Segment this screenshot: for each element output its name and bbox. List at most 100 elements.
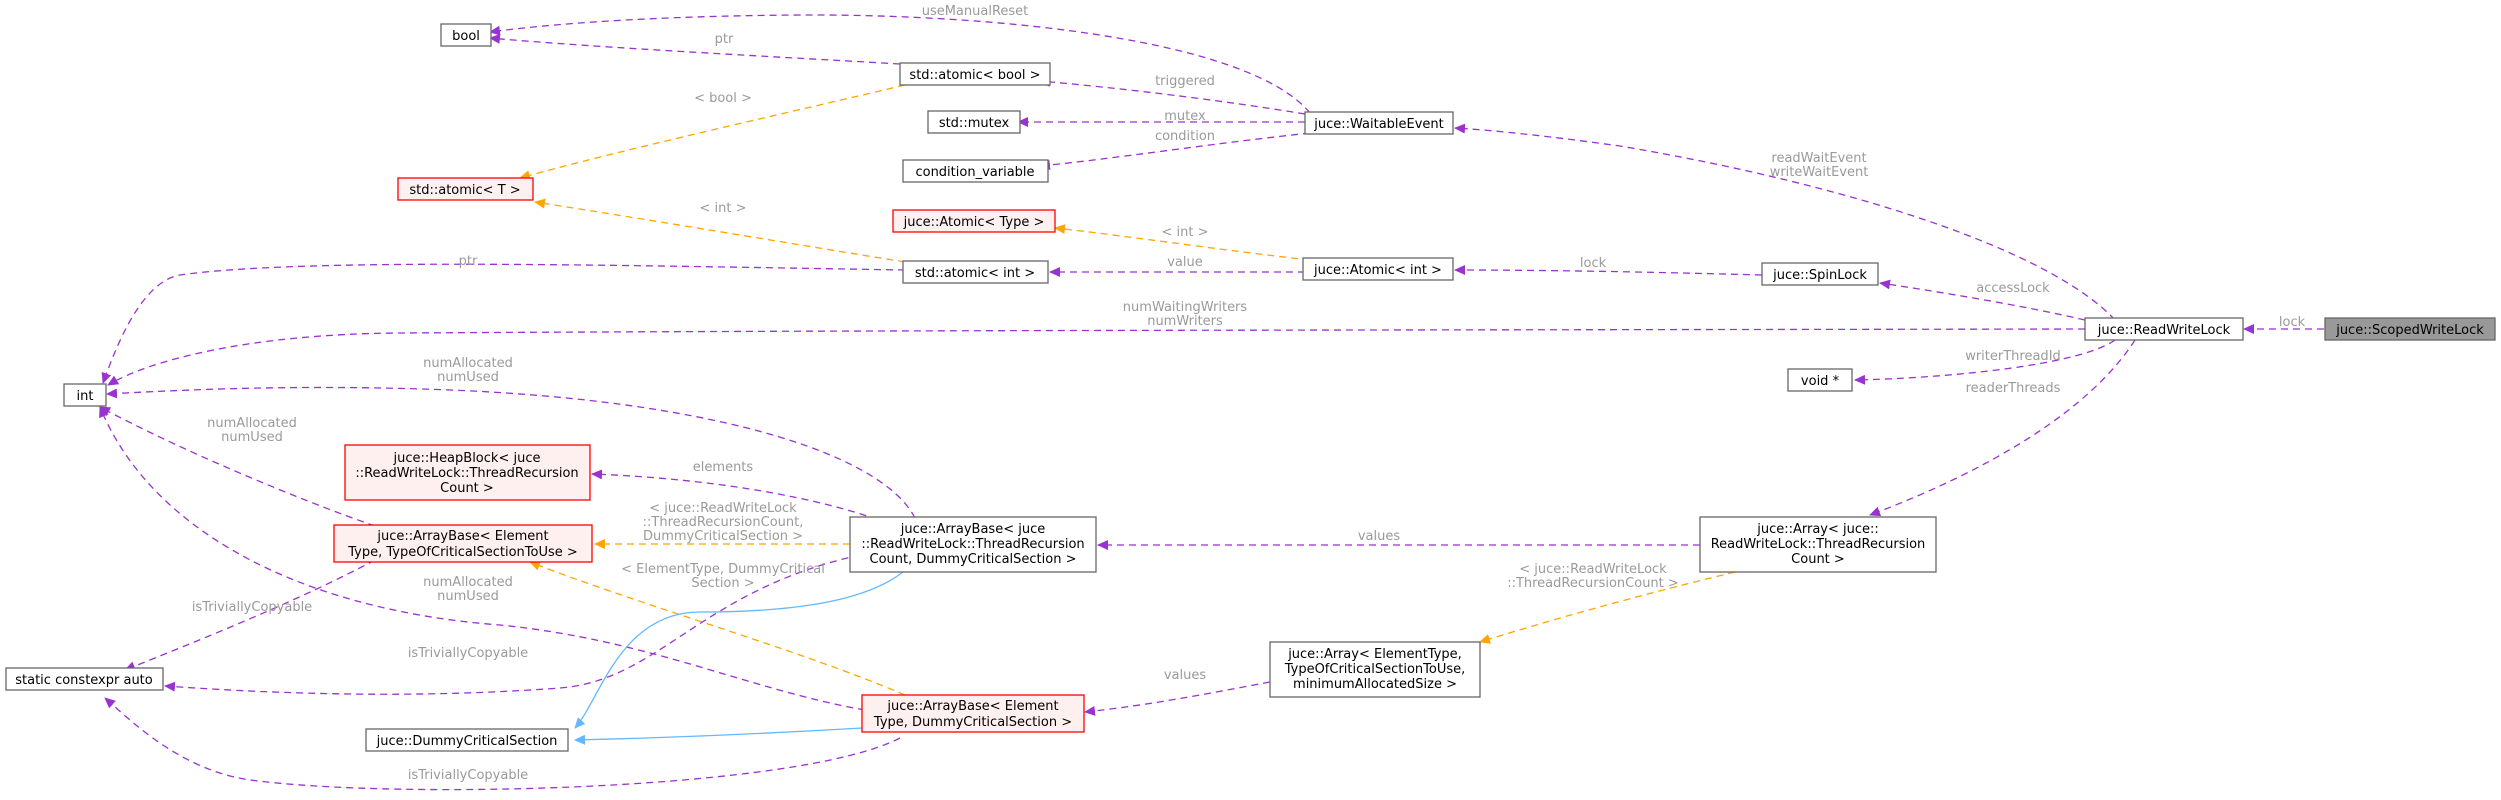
edge-writer-thread-id [1854,339,2116,385]
node-void-ptr[interactable]: void * [1787,368,1853,392]
edge-label-num-waiting-writers-1: numWaitingWriters [1123,300,1248,315]
edge-num-waiting-writers [107,328,2086,386]
node-label-line-2: ::ReadWriteLock::ThreadRecursion [355,466,578,481]
node-label: juce::ScopedWriteLock [2335,323,2484,338]
edge-label-lt-trc-3: DummyCriticalSection > [643,529,803,544]
edge-num-allocated-left [99,406,376,527]
node-atomic-int[interactable]: std::atomic< int > [902,260,1049,284]
edge-label-num-allocated-bottom-2: numUsed [437,589,499,604]
edge-label-lock-spin: lock [1580,256,1607,271]
node-label: condition_variable [915,165,1034,180]
node-juce-atomic-type[interactable]: juce::Atomic< Type > [892,209,1056,233]
edge-inherit-trc-dcs [574,560,916,729]
edge-ptr-int [101,263,906,384]
node-array-base-elem-dcs[interactable]: juce::ArrayBase< Element Type, DummyCrit… [861,694,1085,733]
node-int[interactable]: int [63,383,107,407]
edge-label-lt-elem-dcs-1: < ElementType, DummyCritical [621,562,825,577]
node-label-line-2: ReadWriteLock::ThreadRecursion [1711,537,1926,552]
edge-label-lt-int-juce-atomic: < int > [1162,225,1209,240]
node-juce-atomic-int[interactable]: juce::Atomic< int > [1302,257,1454,281]
edge-label-num-waiting-writers-2: numWriters [1147,314,1223,329]
node-array-elem[interactable]: juce::Array< ElementType, TypeOfCritical… [1269,641,1481,698]
edge-is-trivially-copyable-bottom [104,697,901,791]
node-label: bool [452,29,480,44]
edge-elements [591,469,901,529]
edge-label-ptr-bool: ptr [715,32,734,47]
edge-label-num-allocated-bottom-1: numAllocated [423,575,513,590]
node-read-write-lock[interactable]: juce::ReadWriteLock [2084,317,2244,341]
edge-access-lock [1879,279,2086,321]
node-label-line-1: juce::ArrayBase< Element [886,699,1058,714]
node-label-line-1: juce::Array< ElementType, [1287,647,1462,662]
edge-lt-bool [519,84,906,181]
node-label: juce::SpinLock [1772,268,1867,283]
node-condition-variable[interactable]: condition_variable [902,159,1049,183]
edge-label-ptr-int: ptr [459,254,478,269]
edge-lt-int-juce-atomic [1054,224,1311,261]
node-scoped-write-lock[interactable]: juce::ScopedWriteLock [2324,317,2496,341]
node-label-line-2: Type, TypeOfCriticalSectionToUse > [347,545,578,560]
edge-label-lt-trc-1: < juce::ReadWriteLock [649,501,797,516]
node-static-constexpr-auto[interactable]: static constexpr auto [5,667,164,691]
edge-label-num-allocated-left-1: numAllocated [207,416,297,431]
node-spin-lock[interactable]: juce::SpinLock [1761,262,1879,286]
edge-label-values-trc: values [1358,529,1401,544]
edge-label-values-elem: values [1164,668,1207,683]
edge-label-writer-thread-id: writerThreadId [1965,349,2061,364]
node-atomic-bool[interactable]: std::atomic< bool > [899,62,1051,86]
node-label-line-1: juce::ArrayBase< juce [900,522,1045,537]
edge-label-lt-bool: < bool > [694,91,752,106]
edge-label-read-wait-event-2: writeWaitEvent [1770,165,1869,180]
node-label: std::atomic< bool > [909,68,1040,83]
node-label: static constexpr auto [15,673,153,688]
node-label: std::atomic< T > [409,183,520,198]
node-dummy-critical-section[interactable]: juce::DummyCriticalSection [365,728,569,752]
node-waitable-event[interactable]: juce::WaitableEvent [1304,111,1454,135]
edge-reader-threads [1869,339,2136,517]
edge-label-lock: lock [2279,315,2306,330]
node-label-line-3: minimumAllocatedSize > [1293,677,1457,692]
edge-num-allocated-top [106,386,916,519]
edge-label-lt-rwl-trc-1: < juce::ReadWriteLock [1519,562,1667,577]
node-bool[interactable]: bool [440,23,492,47]
edge-label-is-trivially-copyable-mid: isTriviallyCopyable [408,646,528,661]
edge-label-access-lock: accessLock [1976,281,2050,296]
node-label: juce::ReadWriteLock [2097,323,2231,338]
edge-num-allocated-bottom [99,406,866,711]
node-atomic-t[interactable]: std::atomic< T > [397,177,534,201]
edge-label-num-allocated-top-2: numUsed [437,370,499,385]
node-label-line-2: TypeOfCriticalSectionToUse, [1284,662,1466,677]
edge-ptr-bool [489,33,901,65]
node-mutex[interactable]: std::mutex [927,110,1021,134]
node-label-line-1: juce::Array< juce:: [1756,522,1879,537]
edge-label-elements: elements [693,460,754,475]
node-array-base-trc[interactable]: juce::ArrayBase< juce ::ReadWriteLock::T… [849,516,1097,573]
edge-label-reader-threads: readerThreads [1966,381,2061,396]
edge-label-mutex: mutex [1164,109,1206,124]
node-label-line-3: Count > [1791,552,1845,567]
node-label-line-2: Type, DummyCriticalSection > [873,715,1072,730]
node-array-trc[interactable]: juce::Array< juce:: ReadWriteLock::Threa… [1699,516,1937,573]
node-label: juce::Atomic< Type > [903,215,1045,230]
edge-label-lt-int-atomic-t: < int > [700,201,747,216]
edge-label-num-allocated-left-2: numUsed [221,430,283,445]
node-label-line-2: ::ReadWriteLock::ThreadRecursion [861,537,1084,552]
node-label-line-3: Count, DummyCriticalSection > [870,552,1077,567]
edge-read-wait-event [1454,123,2116,321]
edge-label-lt-elem-dcs-2: Section > [691,576,754,591]
node-label: void * [1801,374,1840,389]
edge-labels: lock useManualReset ptr triggered < bool… [192,4,2306,783]
node-label: juce::WaitableEvent [1313,117,1444,132]
edge-lt-int-atomic-t [534,198,906,263]
edge-label-num-allocated-top-1: numAllocated [423,356,513,371]
edge-label-triggered: triggered [1155,74,1215,89]
node-heap-block[interactable]: juce::HeapBlock< juce ::ReadWriteLock::T… [344,444,591,501]
edge-lt-rwl-trc [1479,571,1736,644]
node-label: std::mutex [939,116,1010,131]
edge-label-lt-trc-2: ::ThreadRecursionCount, [643,515,804,530]
node-array-base-elem-tocs[interactable]: juce::ArrayBase< Element Type, TypeOfCri… [333,524,593,563]
edge-label-is-trivially-copyable-left: isTriviallyCopyable [192,600,312,615]
edge-lock-spin [1454,265,1763,276]
edges [99,14,2324,791]
